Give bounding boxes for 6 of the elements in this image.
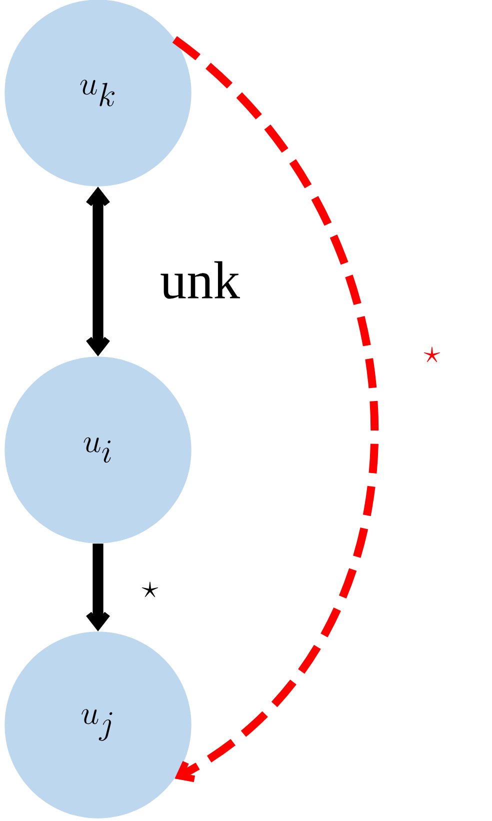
edge-label: $\star$ [142,582,158,598]
edge-label: unk [160,261,240,299]
arrow [86,544,110,632]
arrow [172,36,378,782]
arrow [86,186,110,356]
edge-label: $\star$ [424,346,440,362]
